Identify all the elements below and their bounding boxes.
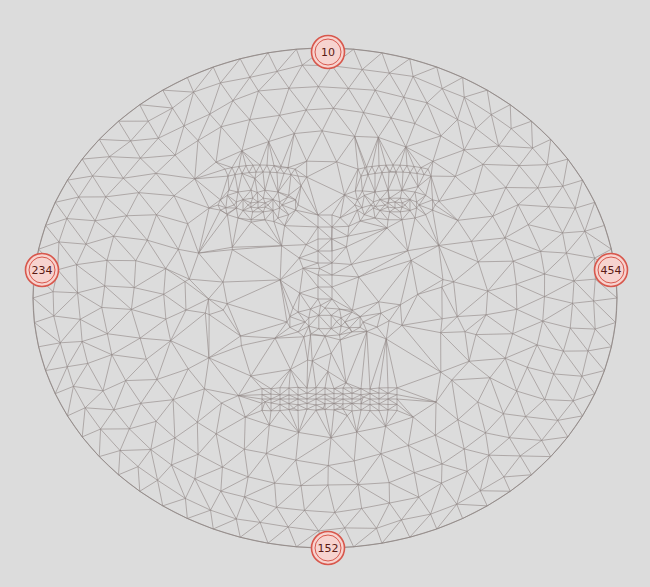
landmark-circle: 454 [593, 252, 629, 288]
landmark-circle: 234 [24, 252, 60, 288]
landmark-circle: 152 [310, 530, 346, 566]
landmark-number: 454 [593, 252, 629, 277]
mesh-outline [33, 48, 617, 548]
landmark-number: 10 [310, 34, 346, 59]
landmark-number: 152 [310, 530, 346, 555]
landmark-number: 234 [24, 252, 60, 277]
mesh-triangles [33, 48, 617, 548]
landmark-circle: 10 [310, 34, 346, 70]
